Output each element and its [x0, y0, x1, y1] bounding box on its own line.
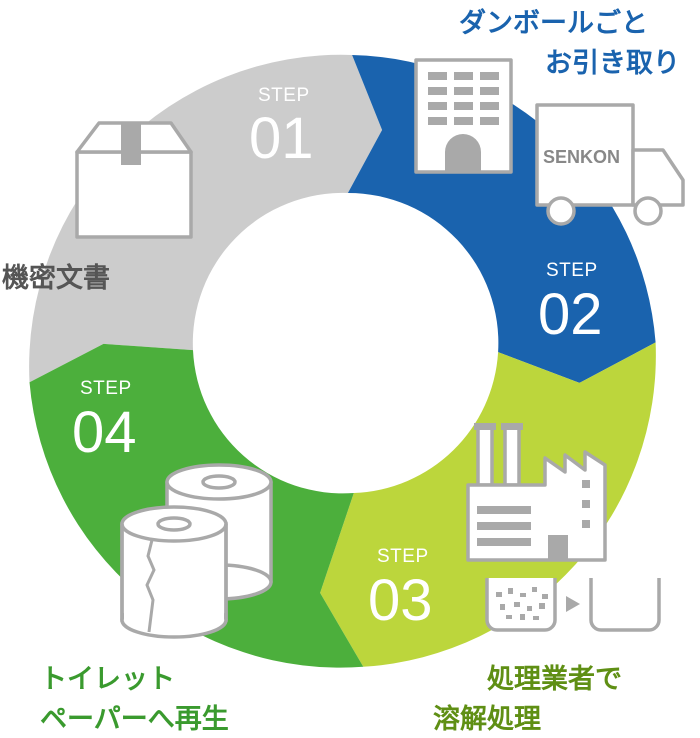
truck-icon: SENKON	[535, 103, 685, 226]
step-04-word: STEP	[80, 378, 132, 399]
truck-text: SENKON	[543, 147, 620, 167]
factory-icon	[466, 423, 607, 562]
arrow-right-icon	[566, 596, 580, 612]
label-step-02-line-1: ダンボールごと	[459, 7, 648, 39]
office-building-icon	[414, 58, 513, 174]
step-01-word: STEP	[258, 85, 310, 106]
step-04-number: 04	[72, 400, 137, 465]
step-02-number: 02	[538, 282, 603, 347]
dissolved-pulp-bin-icon	[589, 578, 661, 632]
toilet-paper-rolls-icon	[120, 463, 273, 639]
shredded-paper-bin-icon	[485, 578, 557, 632]
label-step-04-line-1: トイレット	[40, 664, 175, 695]
step-03-word: STEP	[377, 546, 429, 567]
label-step-01-line-1: 機密文書	[2, 262, 110, 294]
cardboard-box-icon	[75, 121, 193, 239]
step-01-number: 01	[249, 106, 314, 171]
label-step-02-line-2: お引き取り	[545, 48, 680, 79]
segment-step-01	[29, 54, 383, 383]
label-step-03-line-2: 溶解処理	[433, 703, 541, 735]
step-02-word: STEP	[546, 260, 598, 281]
label-step-03-line-1: 処理業者で	[487, 663, 622, 695]
label-step-04-line-2: ペーパーへ再生	[40, 704, 229, 735]
step-03-number: 03	[368, 568, 433, 633]
